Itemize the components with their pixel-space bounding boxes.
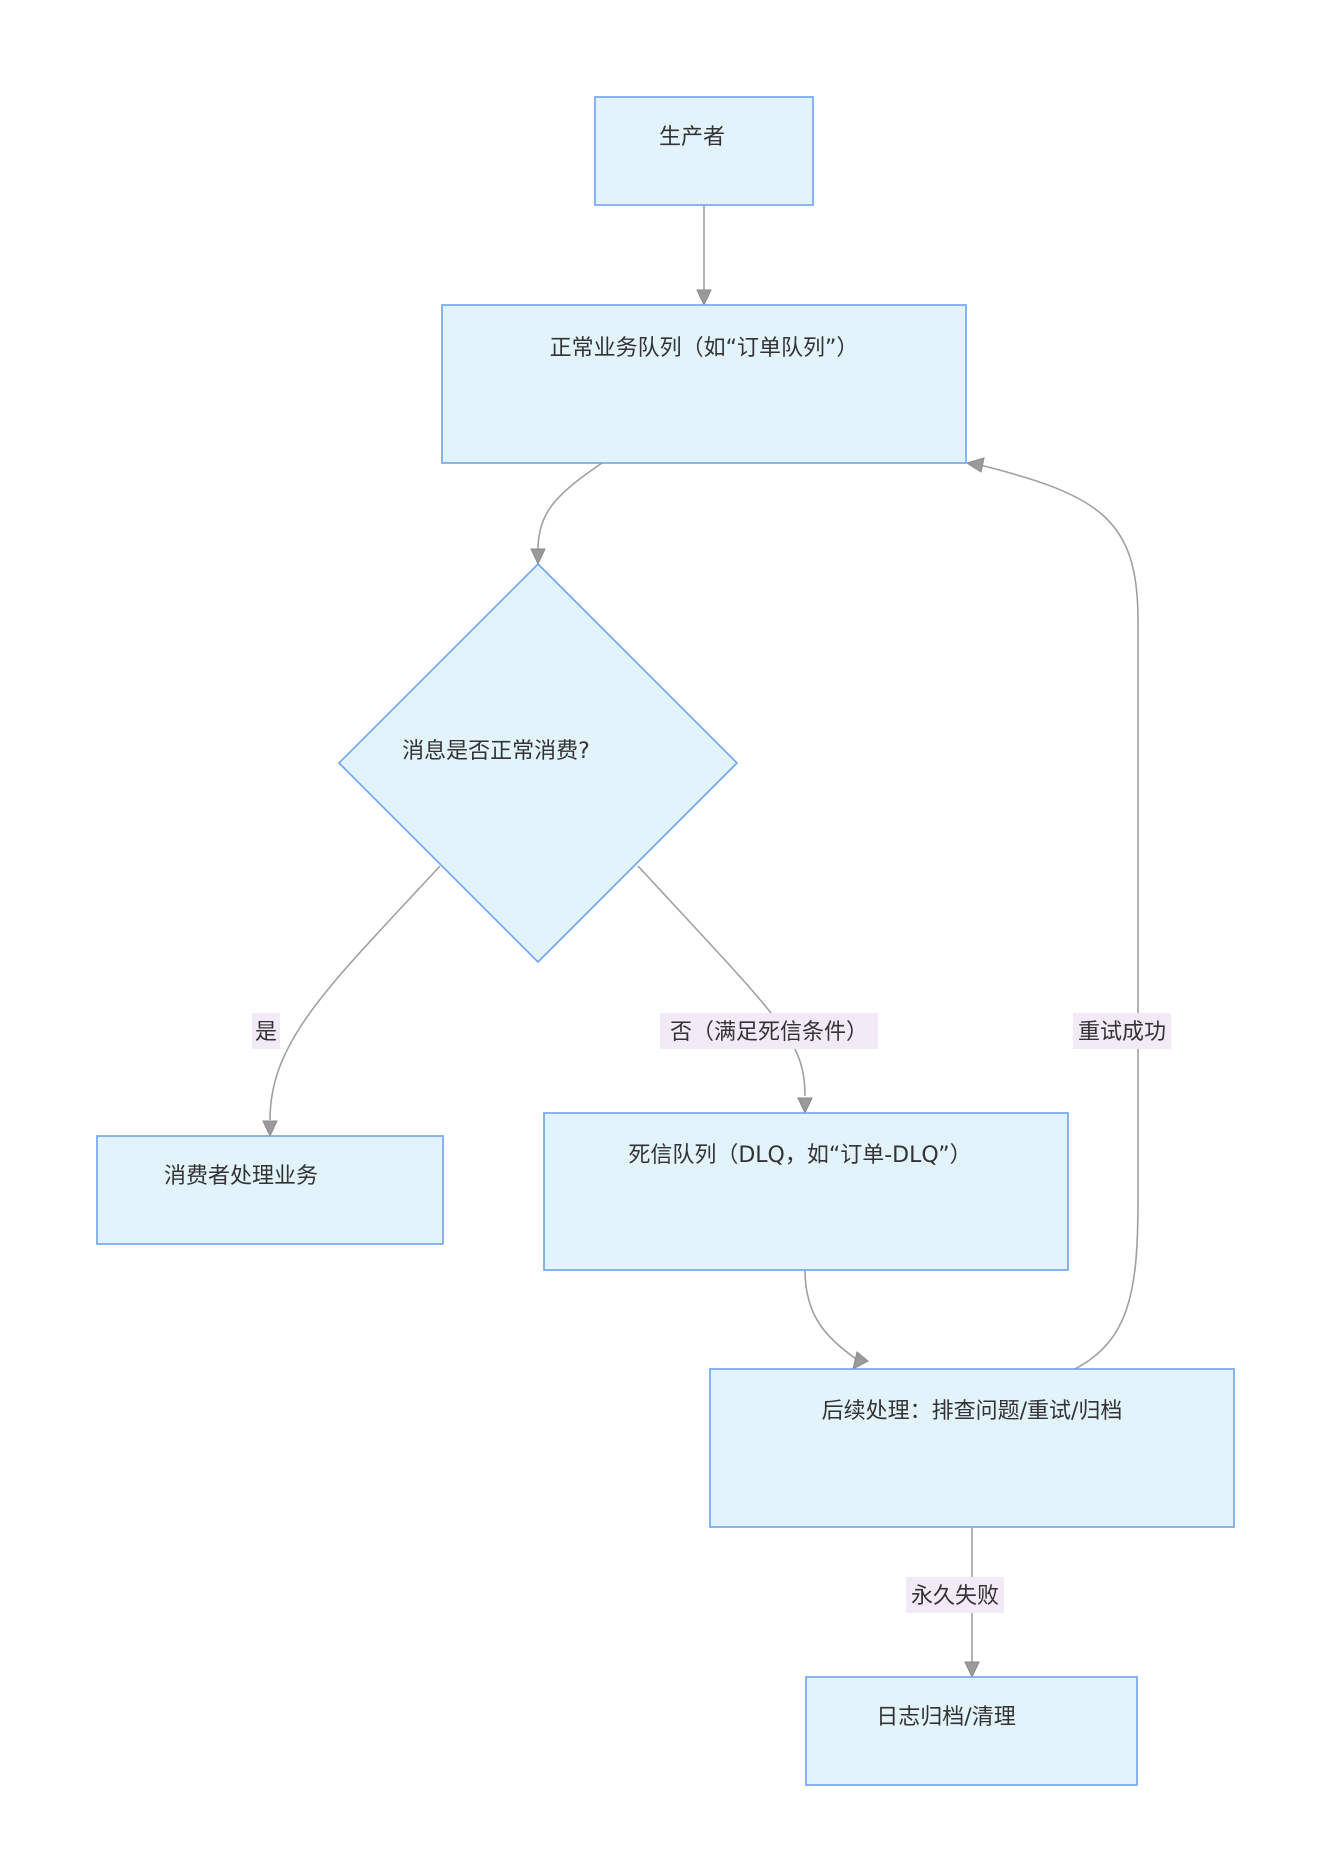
node-followup-label: 后续处理：排查问题/重试/归档 <box>822 1399 1123 1424</box>
arrowhead <box>852 1351 869 1370</box>
arrowhead <box>696 289 712 307</box>
edge-decision-to-dlq <box>637 865 806 1097</box>
arrowhead <box>262 1120 278 1138</box>
node-followup: 后续处理：排查问题/重试/归档 <box>709 1368 1235 1528</box>
arrowhead <box>530 548 546 566</box>
edge-label-no: 否（满足死信条件） <box>660 1013 878 1049</box>
node-producer: 生产者 <box>594 96 814 206</box>
edge-label-permanent-failure-text: 永久失败 <box>911 1584 999 1609</box>
edge-decision-to-consumer <box>269 865 441 1121</box>
node-dlq-label: 死信队列（DLQ，如“订单-DLQ”） <box>628 1143 971 1168</box>
node-dlq: 死信队列（DLQ，如“订单-DLQ”） <box>543 1112 1069 1271</box>
edge-label-retry-success-text: 重试成功 <box>1078 1020 1166 1045</box>
edge-followup-to-queue <box>979 464 1139 1370</box>
node-consumer-label: 消费者处理业务 <box>164 1164 318 1189</box>
edge-label-retry-success: 重试成功 <box>1073 1013 1171 1049</box>
node-producer-label: 生产者 <box>659 125 725 150</box>
node-normal-queue: 正常业务队列（如“订单队列”） <box>441 304 967 464</box>
node-consumer: 消费者处理业务 <box>96 1135 444 1245</box>
edge-label-no-text: 否（满足死信条件） <box>670 1020 868 1045</box>
node-decision: 消息是否正常消费? <box>337 562 739 964</box>
edge-dlq-to-followup <box>804 1269 861 1363</box>
node-decision-label: 消息是否正常消费? <box>402 739 590 764</box>
edge-label-permanent-failure: 永久失败 <box>906 1577 1004 1613</box>
arrowhead <box>797 1097 813 1115</box>
arrowhead <box>965 457 985 473</box>
node-archive-label: 日志归档/清理 <box>876 1705 1015 1730</box>
arrowhead <box>964 1661 980 1679</box>
edge-label-yes-text: 是 <box>255 1020 277 1045</box>
edge-queue-to-decision <box>537 462 603 551</box>
edge-label-yes: 是 <box>252 1013 280 1049</box>
node-archive: 日志归档/清理 <box>805 1676 1138 1786</box>
node-normal-queue-label: 正常业务队列（如“订单队列”） <box>550 336 859 361</box>
